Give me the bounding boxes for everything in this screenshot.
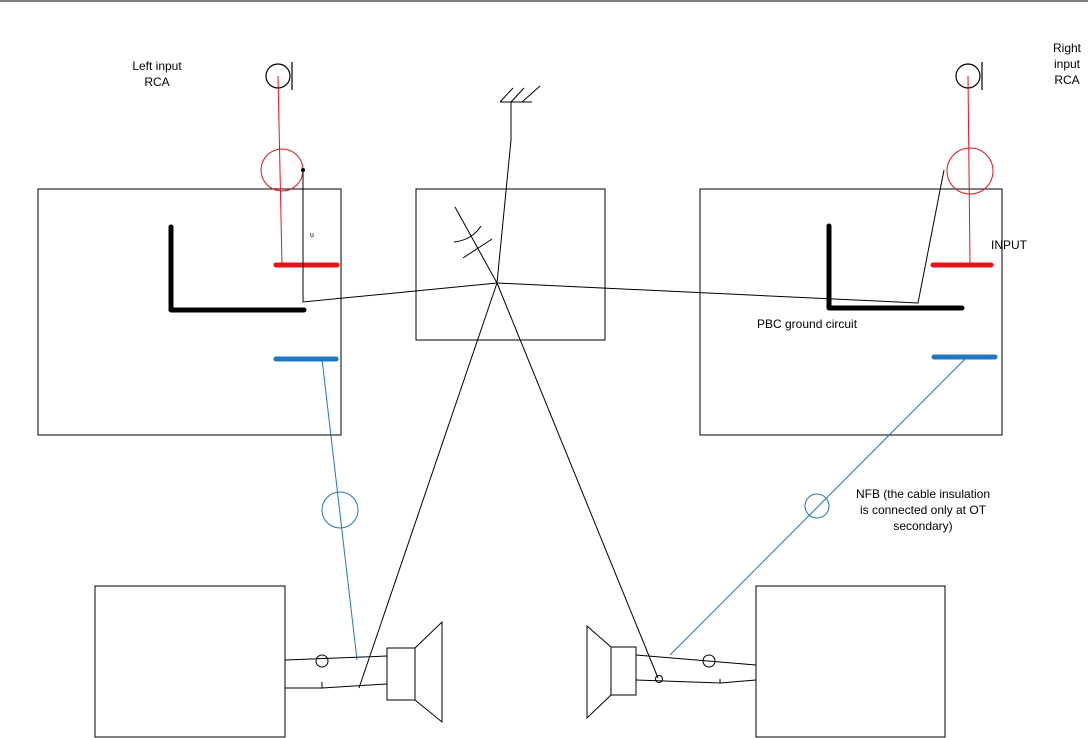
- left-speaker-cable: [284, 654, 388, 689]
- star-ground-to-left-speaker: [358, 282, 498, 689]
- chassis-ground-wire: [496, 139, 512, 284]
- right-rca-jack-icon: [955, 62, 983, 90]
- right-signal-wire: [967, 75, 971, 266]
- right-signal-shield-icon: [946, 147, 994, 195]
- star-ground-to-right-speaker: [496, 282, 659, 679]
- left-signal-wire: [277, 75, 283, 266]
- right-nfb-shield-icon: [804, 493, 830, 519]
- right-speaker-cable: [635, 654, 757, 684]
- right-channel-board: [699, 188, 1003, 436]
- right-speaker-icon: [586, 624, 637, 720]
- pcb-ground-label: PBC ground circuit: [757, 317, 858, 331]
- input-label: INPUT: [991, 238, 1027, 252]
- left-output-transformer: [94, 585, 286, 738]
- left-pcb-ground-trace: [168, 224, 307, 313]
- right-input-label: Right input RCA: [1052, 41, 1081, 87]
- left-nfb-shield-icon: [321, 491, 359, 529]
- left-shield-junction: [301, 168, 305, 172]
- right-output-transformer: [755, 585, 946, 738]
- left-input-label: Left input RCA: [132, 59, 182, 89]
- left-shield-ground-wire: [302, 170, 498, 303]
- capacitor-icon: [453, 206, 498, 284]
- power-supply-board: [415, 188, 606, 341]
- left-rca-jack-icon: [265, 62, 293, 90]
- nfb-note-label: NFB (the cable insulation is connected o…: [855, 487, 991, 533]
- u-mark-label: u: [310, 232, 314, 239]
- right-nfb-wire: [669, 356, 968, 656]
- left-speaker-icon: [386, 620, 443, 724]
- left-nfb-wire: [321, 358, 358, 661]
- right-ground-wire: [496, 169, 945, 304]
- right-pcb-ground-trace: [826, 223, 965, 311]
- chassis-ground-icon: [499, 85, 541, 140]
- left-signal-shield-icon: [260, 148, 304, 192]
- left-channel-board: [37, 188, 342, 436]
